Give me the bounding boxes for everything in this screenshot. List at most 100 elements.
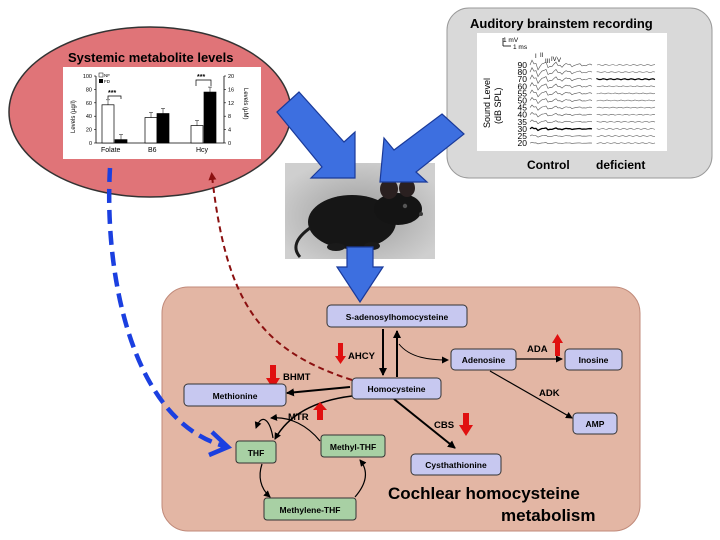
abr-wave-iv: IV	[551, 57, 557, 63]
left-tick-label: 0	[89, 141, 92, 147]
bar-ylabel-right: Levels (µM)	[242, 88, 248, 119]
abr-deficient-trace	[596, 120, 656, 123]
bhmt-down-arrow	[266, 365, 280, 389]
left-tick-label: 60	[86, 101, 92, 107]
node-methyl-thf: Methyl-THF	[320, 434, 386, 458]
abr-level-label: 70	[518, 74, 528, 84]
abr-deficient-trace	[596, 135, 656, 137]
ada-up-arrow	[552, 334, 563, 356]
abr-scale-mv: 1 mV	[503, 37, 519, 44]
abr-control-trace	[529, 82, 593, 91]
left-tick-label: 80	[86, 87, 92, 93]
systemic-title: Systemic metabolite levels	[68, 50, 233, 65]
right-tick-label: 0	[228, 141, 231, 147]
bar-folate-nf	[101, 104, 115, 144]
abr-control-trace	[529, 119, 593, 125]
ahcy-down-arrow	[335, 343, 346, 364]
blue-arrow-to-cochlea	[335, 246, 385, 304]
category-folate: Folate	[101, 147, 121, 154]
abr-level-label: 80	[518, 67, 528, 77]
enzyme-bhmt: BHMT	[283, 372, 311, 383]
svg-text:Adenosine: Adenosine	[462, 355, 506, 365]
right-tick-label: 8	[228, 114, 231, 120]
abr-level-label: 25	[518, 131, 528, 141]
abr-deficient-trace	[596, 106, 656, 109]
node-adenosine: Adenosine	[450, 348, 517, 371]
node-inosine: Inosine	[564, 348, 623, 371]
svg-text:Methionine: Methionine	[213, 391, 258, 401]
abr-ylabel-line1: Sound Level	[482, 78, 492, 128]
abr-control-trace	[529, 67, 593, 78]
abr-control-trace	[529, 134, 593, 138]
abr-control-trace	[529, 97, 593, 105]
node-sah: S-adenosylhomocysteine	[326, 304, 468, 328]
abr-control-trace	[529, 104, 593, 111]
abr-wave-i: I	[535, 54, 537, 60]
abr-wave-ii: II	[540, 53, 544, 59]
node-thf: THF	[235, 440, 277, 464]
svg-text:Methylene-THF: Methylene-THF	[280, 505, 341, 515]
svg-text:AMP: AMP	[586, 419, 605, 429]
svg-text:Homocysteine: Homocysteine	[367, 384, 425, 394]
folate-bracket	[107, 95, 122, 99]
node-homocysteine: Homocysteine	[351, 377, 442, 400]
abr-control-trace	[529, 112, 593, 118]
right-tick-label: 4	[228, 128, 231, 134]
left-tick-label: 40	[86, 114, 92, 120]
category-b6: B6	[148, 147, 157, 154]
left-tick-label: 100	[83, 74, 92, 80]
group-control-label: Control	[527, 158, 570, 172]
cochlear-title-line1: Cochlear homocysteine	[388, 484, 580, 503]
abr-deficient-trace	[596, 85, 656, 88]
left-tick-label: 20	[86, 128, 92, 134]
bar-hcy-nf	[190, 125, 204, 144]
pathway-arrows	[254, 329, 573, 498]
group-deficient-label: deficient	[596, 158, 645, 172]
abr-control-trace	[529, 89, 593, 98]
hcy-bracket	[195, 79, 212, 86]
abr-deficient-trace	[596, 99, 656, 102]
enzyme-ahcy: AHCY	[348, 351, 376, 362]
abr-control-trace	[529, 142, 593, 145]
right-tick-label: 16	[228, 87, 234, 93]
dashed-red-arrow	[208, 172, 353, 381]
blue-arrow-from-auditory	[379, 113, 465, 183]
abr-deficient-trace	[596, 113, 656, 116]
legend-fd: FD	[104, 79, 111, 84]
abr-level-label: 45	[518, 103, 528, 113]
abr-level-label: 40	[518, 110, 528, 120]
abr-level-label: 50	[518, 96, 528, 106]
bar-hcy-fd	[203, 91, 217, 144]
category-hcy: Hcy	[196, 147, 209, 154]
abr-wave-v: V	[557, 58, 561, 64]
folate-significance: ***	[108, 90, 116, 97]
mtr-up-arrow	[313, 402, 327, 420]
right-tick-label: 20	[228, 74, 234, 80]
svg-text:Methyl-THF: Methyl-THF	[330, 442, 376, 452]
auditory-title: Auditory brainstem recording	[470, 16, 653, 31]
abr-deficient-trace	[596, 92, 656, 95]
dashed-blue-arrow	[106, 167, 225, 449]
node-methylene-thf: Methylene-THF	[263, 497, 357, 521]
svg-text:THF: THF	[248, 448, 265, 458]
cochlear-panel	[161, 286, 641, 532]
abr-level-label: 60	[518, 81, 528, 91]
abr-level-label: 20	[518, 138, 528, 148]
abr-deficient-trace	[596, 77, 656, 81]
abr-level-label: 30	[518, 124, 528, 134]
abr-wave-iii: III	[545, 59, 550, 65]
cochlear-title-line2: metabolism	[501, 506, 595, 525]
abr-level-label: 35	[518, 117, 528, 127]
blue-arrow-from-systemic	[276, 91, 356, 179]
abr-deficient-trace	[596, 64, 656, 66]
bar-b6-fd	[156, 113, 170, 144]
abr-control-trace	[529, 59, 593, 71]
node-amp: AMP	[572, 412, 618, 435]
right-tick-label: 12	[228, 101, 234, 107]
abr-control-trace	[529, 126, 593, 132]
abr-deficient-trace	[596, 128, 656, 130]
bar-b6-nf	[144, 117, 158, 144]
node-methionine: Methionine	[183, 383, 287, 407]
abr-traces: 1 mV 1 ms I II III IV V Sound Level (dB …	[477, 33, 667, 151]
